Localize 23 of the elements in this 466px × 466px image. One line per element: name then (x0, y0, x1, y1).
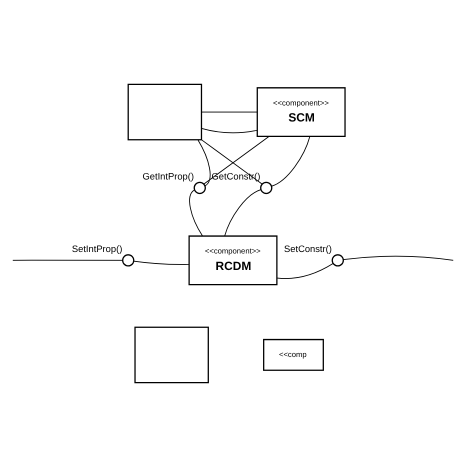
node-circle (194, 181, 206, 194)
connector (198, 139, 211, 186)
node-label: SetConstr() (284, 244, 332, 254)
connector (204, 135, 270, 184)
node-circle (260, 181, 272, 194)
connector (201, 111, 258, 112)
connector (134, 260, 190, 264)
node-box (128, 83, 202, 140)
node-box: <<component>> RCDM (188, 234, 278, 285)
node-label: SetIntProp() (72, 244, 122, 254)
node-circle (122, 254, 134, 266)
connector (343, 255, 454, 260)
connector (12, 259, 123, 260)
connector (189, 189, 203, 236)
node-circle (332, 254, 344, 266)
connector (224, 188, 262, 236)
node-box: <<component>> SCM (256, 86, 346, 137)
node-label: GetIntProp() (142, 171, 194, 182)
node-box: <<comp (263, 338, 324, 370)
connector (276, 262, 334, 278)
node-box (134, 326, 209, 383)
connector (271, 135, 310, 186)
connector (201, 128, 258, 133)
